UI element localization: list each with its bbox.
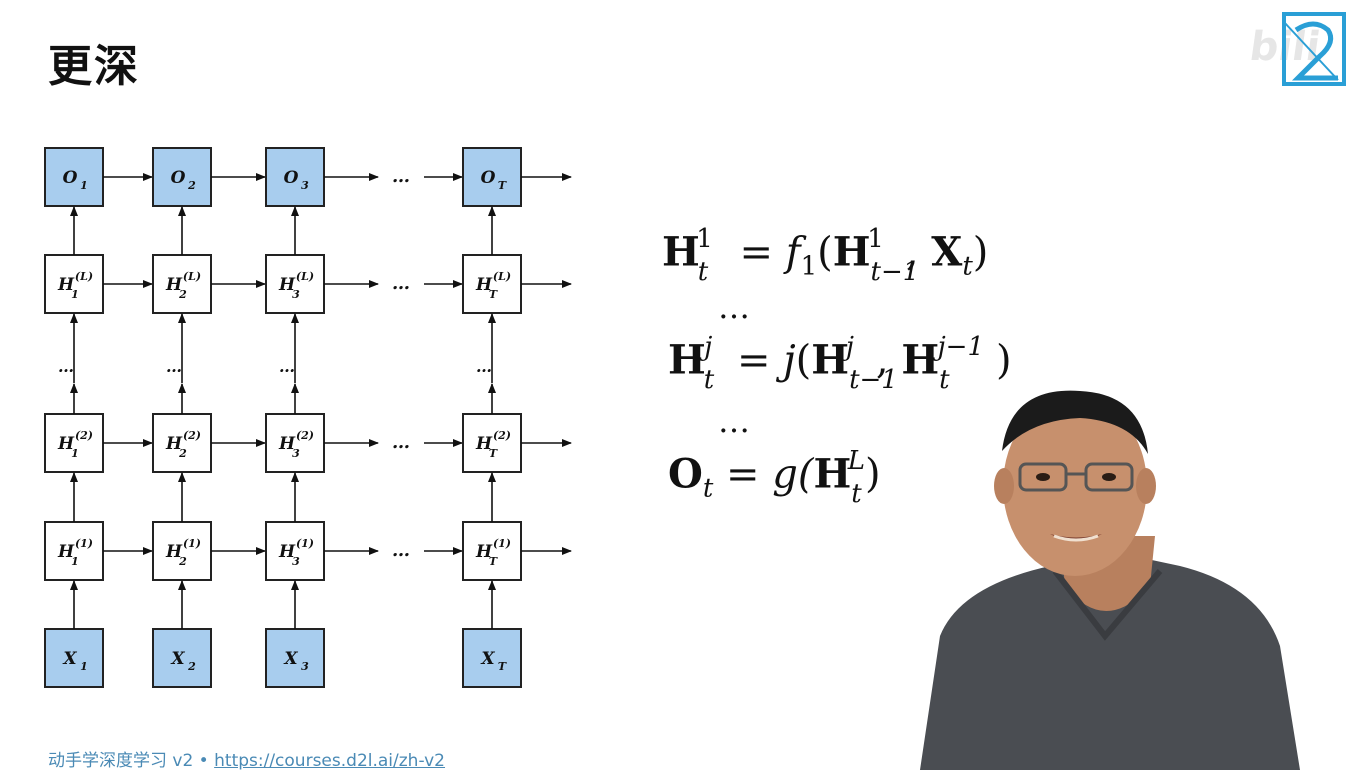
equation-ellipsis-2: … xyxy=(718,402,752,440)
hidden-superscript: (L) xyxy=(183,270,201,283)
hidden-superscript: (1) xyxy=(296,537,314,550)
row-ellipsis: … xyxy=(392,540,410,561)
hidden-superscript: (L) xyxy=(75,270,93,283)
hidden-label: H xyxy=(57,275,75,295)
hidden-label: H xyxy=(57,434,75,454)
output-label: O xyxy=(284,168,299,188)
hidden-superscript: (2) xyxy=(183,429,201,442)
hidden-label: H xyxy=(57,542,75,562)
column-ellipsis: … xyxy=(58,357,74,376)
input-subscript: T xyxy=(498,660,507,673)
hidden-subscript: 1 xyxy=(71,288,79,301)
hidden-superscript: (2) xyxy=(493,429,511,442)
input-label: X xyxy=(170,649,185,669)
presenter-video xyxy=(880,336,1368,770)
footer-text: 动手学深度学习 v2 • xyxy=(48,751,215,771)
input-box-3 xyxy=(265,628,325,688)
hidden-subscript: 1 xyxy=(71,447,79,460)
hidden-label: H xyxy=(165,434,183,454)
input-label: X xyxy=(480,649,495,669)
output-subscript: T xyxy=(498,179,507,192)
output-label: O xyxy=(171,168,186,188)
hidden-subscript: 2 xyxy=(178,447,187,460)
input-label: X xyxy=(62,649,77,669)
presenter-head xyxy=(1003,396,1147,576)
hidden-superscript: (1) xyxy=(75,537,93,550)
equation-ellipsis-1: … xyxy=(718,288,752,326)
hidden-box-T xyxy=(462,413,522,473)
output-subscript: 3 xyxy=(301,179,309,192)
hidden-label: H xyxy=(475,434,493,454)
output-subscript: 2 xyxy=(187,179,196,192)
output-box-1 xyxy=(44,147,104,207)
input-subscript: 2 xyxy=(187,660,196,673)
footer: 动手学深度学习 v2 • https://courses.d2l.ai/zh-v… xyxy=(48,746,445,771)
input-subscript: 3 xyxy=(301,660,309,673)
row-ellipsis: … xyxy=(392,273,410,294)
hidden-superscript: (L) xyxy=(296,270,314,283)
hidden-box-1 xyxy=(44,254,104,314)
output-subscript: 1 xyxy=(80,179,88,192)
hidden-subscript: T xyxy=(489,288,498,301)
hidden-label: H xyxy=(165,275,183,295)
output-box-2 xyxy=(152,147,212,207)
page-title: 更深 xyxy=(48,41,140,92)
column-ellipsis: … xyxy=(279,357,295,376)
hidden-superscript: (1) xyxy=(183,537,201,550)
input-label: X xyxy=(283,649,298,669)
output-box-T xyxy=(462,147,522,207)
hidden-box-2 xyxy=(152,413,212,473)
row-ellipsis: … xyxy=(392,166,410,187)
hidden-superscript: (1) xyxy=(493,537,511,550)
output-label: O xyxy=(63,168,78,188)
d2l-logo-icon xyxy=(1282,12,1346,86)
hidden-subscript: 3 xyxy=(292,555,300,568)
hidden-subscript: 3 xyxy=(292,288,300,301)
equation-first-layer: Ht1 = f1(Ht−11, Xt) xyxy=(662,224,989,288)
equation-output: Ot = g(HtL) xyxy=(668,446,881,510)
column-ellipsis: … xyxy=(166,357,182,376)
hidden-label: H xyxy=(165,542,183,562)
hidden-subscript: T xyxy=(489,447,498,460)
hidden-subscript: 1 xyxy=(71,555,79,568)
hidden-label: H xyxy=(278,542,296,562)
input-box-2 xyxy=(152,628,212,688)
hidden-subscript: 2 xyxy=(178,288,187,301)
hidden-label: H xyxy=(475,542,493,562)
hidden-label: H xyxy=(475,275,493,295)
course-link[interactable]: https://courses.d2l.ai/zh-v2 xyxy=(214,751,446,771)
hidden-label: H xyxy=(278,275,296,295)
hidden-superscript: (2) xyxy=(75,429,93,442)
equation-layer-j: Htj = j(Ht−1j, Htj−1) xyxy=(668,332,1012,396)
presenter-shirt xyxy=(920,551,1300,770)
column-ellipsis: … xyxy=(476,357,492,376)
hidden-subscript: T xyxy=(489,555,498,568)
row-ellipsis: … xyxy=(392,432,410,453)
hidden-subscript: 3 xyxy=(292,447,300,460)
hidden-label: H xyxy=(278,434,296,454)
hidden-subscript: 2 xyxy=(178,555,187,568)
hidden-superscript: (2) xyxy=(296,429,314,442)
input-subscript: 1 xyxy=(80,660,88,673)
output-label: O xyxy=(481,168,496,188)
hidden-superscript: (L) xyxy=(493,270,511,283)
